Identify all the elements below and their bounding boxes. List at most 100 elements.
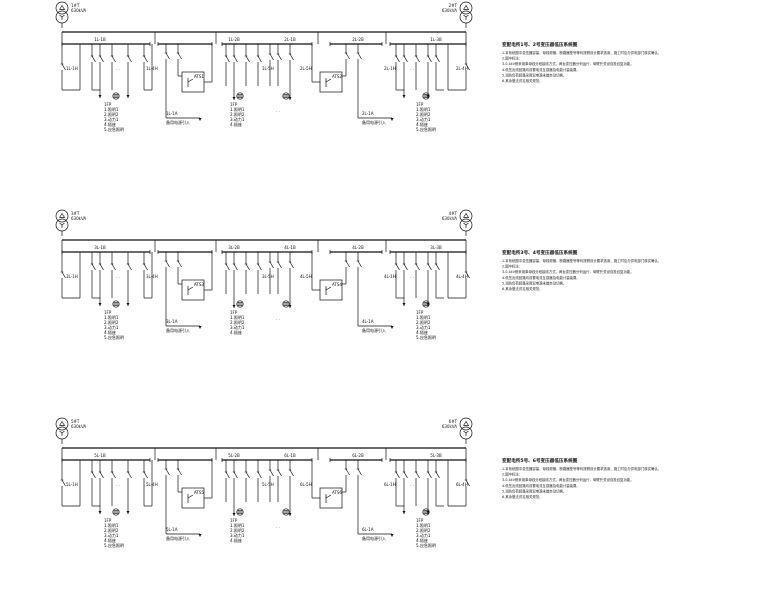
meter-icon — [112, 92, 120, 100]
breaker-blade — [289, 53, 294, 61]
bus-label: 6L-1B — [284, 453, 296, 458]
bus-label: 2L-2B — [352, 37, 364, 42]
breaker-blade — [257, 263, 262, 271]
wye-mark — [61, 430, 65, 434]
ats-contact — [325, 78, 332, 83]
bus-label: 5L-2B — [228, 453, 240, 458]
breaker-blade — [177, 52, 182, 60]
breaker-blade — [465, 63, 470, 71]
outgoing-label: 备用电源引入 — [166, 327, 190, 333]
load-stack-line: 1.照明1 — [104, 107, 119, 112]
bus-label: 5L-1B — [94, 453, 106, 458]
breaker-blade — [61, 271, 66, 279]
feeder-arrow — [402, 95, 406, 98]
breaker-blade — [233, 471, 238, 479]
bus-label: 3L-3B — [430, 245, 442, 250]
bus-label: 4L-1B — [284, 245, 296, 250]
load-stack-line: 2.照明2 — [104, 112, 119, 117]
ats-label: ATS5 — [194, 490, 204, 495]
feeder-arrow — [390, 118, 394, 121]
breaker-blade — [427, 471, 432, 479]
load-stack-line: 5.应急照明 — [104, 542, 124, 548]
breaker-blade — [395, 55, 400, 63]
ats-label: ATS2 — [332, 74, 342, 79]
breaker-blade — [99, 55, 104, 63]
feeder-arrow — [390, 326, 394, 329]
breaker-label: 2L-5H — [300, 66, 312, 71]
load-stack-line: 4.插座 — [104, 537, 116, 543]
breaker-blade — [165, 260, 170, 268]
feeder-arrow — [232, 513, 236, 516]
load-stack-line: 2.照明2 — [230, 528, 245, 533]
load-stack-line: 1.照明1 — [416, 107, 431, 112]
breaker-blade — [395, 471, 400, 479]
breaker-blade — [289, 261, 294, 269]
load-stack-line: 2.照明2 — [416, 112, 431, 117]
breaker-blade — [257, 55, 262, 63]
load-stack-line: 2.照明2 — [416, 320, 431, 325]
load-stack-line: 1.照明1 — [104, 523, 119, 528]
bus-label: 3L-2B — [228, 245, 240, 250]
notes-line: 2.图中标注： — [502, 264, 522, 269]
breaker-blade — [345, 468, 350, 476]
breaker-blade — [91, 471, 96, 479]
notes-line: 5.消防负荷回路采用双电源末端自动切换。 — [502, 488, 566, 493]
feeder-arrow — [198, 118, 202, 121]
transformer-label: 3#T — [71, 211, 80, 216]
breaker-blade — [357, 260, 362, 268]
feeder-arrow — [98, 511, 102, 514]
breaker-label: 1L-1H — [66, 66, 78, 71]
breaker-blade — [233, 55, 238, 63]
bus-label: 4L-2B — [352, 245, 364, 250]
breaker-label: 5L-5H — [262, 482, 274, 487]
load-stack-line: 4.插座 — [104, 121, 116, 127]
outgoing-label: 4L-1A — [362, 319, 374, 324]
ats-contact — [187, 494, 194, 499]
breaker-label: 5L-1H — [66, 482, 78, 487]
load-stack-line: 1FP — [104, 518, 112, 523]
spare-marker: . . — [116, 274, 120, 279]
load-stack-line: 3.动力1 — [230, 532, 245, 538]
wye-mark — [59, 430, 63, 434]
breaker-label: 3L-5H — [262, 274, 274, 279]
notes-line: 5.消防负荷回路采用双电源末端自动切换。 — [502, 72, 566, 77]
load-stack-line: 1.照明1 — [230, 523, 245, 528]
outgoing-label: 3L-1A — [166, 319, 178, 324]
breaker-blade — [61, 479, 66, 487]
breaker-blade — [435, 471, 440, 479]
load-stack-line: 3.动力1 — [230, 116, 245, 122]
feeder-arrow — [98, 303, 102, 306]
transformer-primary-coil — [55, 209, 69, 223]
design-notes: 变配电所1号、2号变压器低压系统图1.本系统图中变压器容量、母线规格、断路器型号… — [502, 41, 661, 83]
design-notes: 变配电所5号、6号变压器低压系统图1.本系统图中变压器容量、母线规格、断路器型号… — [502, 457, 661, 499]
breaker-blade — [277, 261, 282, 269]
load-stack-line: 5.应急照明 — [416, 542, 436, 548]
notes-line: 6.其余做法详见相关规范。 — [502, 494, 543, 499]
breaker-blade — [245, 263, 250, 271]
ats-label: ATS3 — [194, 282, 204, 287]
breaker-blade — [99, 263, 104, 271]
spare-marker: . . — [410, 66, 414, 71]
meter-icon — [282, 508, 290, 516]
breaker-label: 6L-4H — [456, 482, 468, 487]
notes-line: 6.其余做法详见相关规范。 — [502, 78, 543, 83]
breaker-label: 4L-5H — [300, 274, 312, 279]
load-stack-line: 1FP — [416, 310, 424, 315]
bus-label: 2L-1B — [284, 37, 296, 42]
spare-marker: . . — [410, 482, 414, 487]
feeder-arrow — [402, 303, 406, 306]
load-stack-line: 1FP — [230, 310, 238, 315]
breaker-blade — [177, 468, 182, 476]
wye-mark — [59, 222, 63, 226]
breaker-blade — [245, 55, 250, 63]
breaker-label: 3L-1H — [66, 274, 78, 279]
load-stack-line: 5.应急照明 — [416, 334, 436, 340]
breaker-blade — [415, 263, 420, 271]
breaker-blade — [357, 468, 362, 476]
ats-box — [319, 279, 343, 301]
ats-box — [319, 487, 343, 509]
